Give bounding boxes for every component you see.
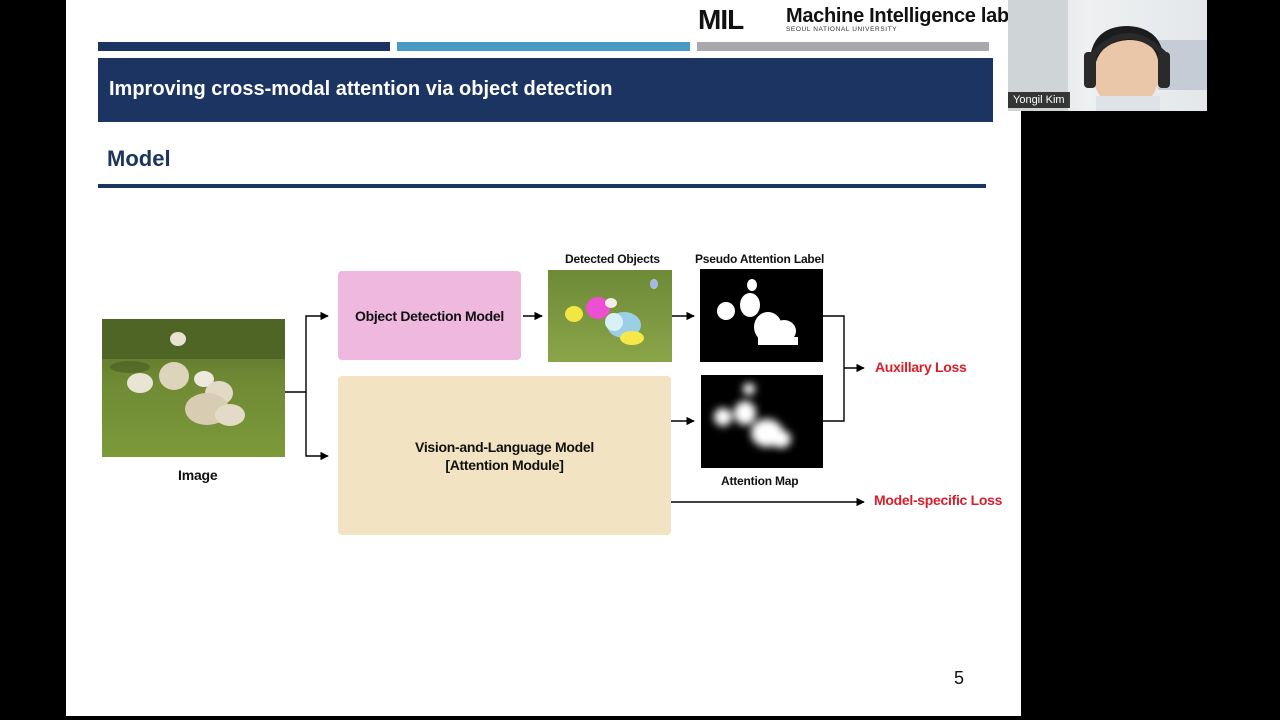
- webcam-thumbnail[interactable]: Yongil Kim: [1008, 0, 1207, 111]
- pseudo-label-mask: [700, 269, 823, 362]
- auxiliary-loss-label: Auxillary Loss: [875, 359, 967, 375]
- model-specific-loss-label: Model-specific Loss: [874, 492, 1002, 508]
- sheep-photo: [102, 319, 285, 457]
- page-number: 5: [954, 668, 964, 689]
- arrow-image-to-vl: [306, 392, 328, 456]
- detected-objects-caption: Detected Objects: [565, 252, 660, 266]
- detected-objects-image: [548, 270, 672, 362]
- pseudo-label-caption: Pseudo Attention Label: [695, 252, 824, 266]
- participant-name: Yongil Kim: [1008, 92, 1070, 108]
- pseudo-attention-label-image: [700, 269, 823, 362]
- object-detection-label: Object Detection Model: [355, 307, 504, 325]
- attention-module-label: [Attention Module]: [445, 456, 563, 474]
- sheep-input-image: [102, 319, 285, 457]
- vl-model-label: Vision-and-Language Model: [415, 438, 594, 456]
- detected-objects-photo: [548, 270, 672, 362]
- bracket-auxiliary: [823, 316, 844, 421]
- attention-map-image: [701, 375, 823, 468]
- vision-language-model-box: Vision-and-Language Model [Attention Mod…: [338, 376, 671, 535]
- arrow-image-split: [285, 316, 328, 392]
- attention-map-blur: [701, 375, 823, 468]
- image-caption: Image: [178, 467, 217, 483]
- presentation-slide: MIL Machine Intelligence lab SEOUL NATIO…: [66, 0, 1021, 716]
- object-detection-model-box: Object Detection Model: [338, 271, 521, 360]
- attention-map-caption: Attention Map: [721, 474, 798, 488]
